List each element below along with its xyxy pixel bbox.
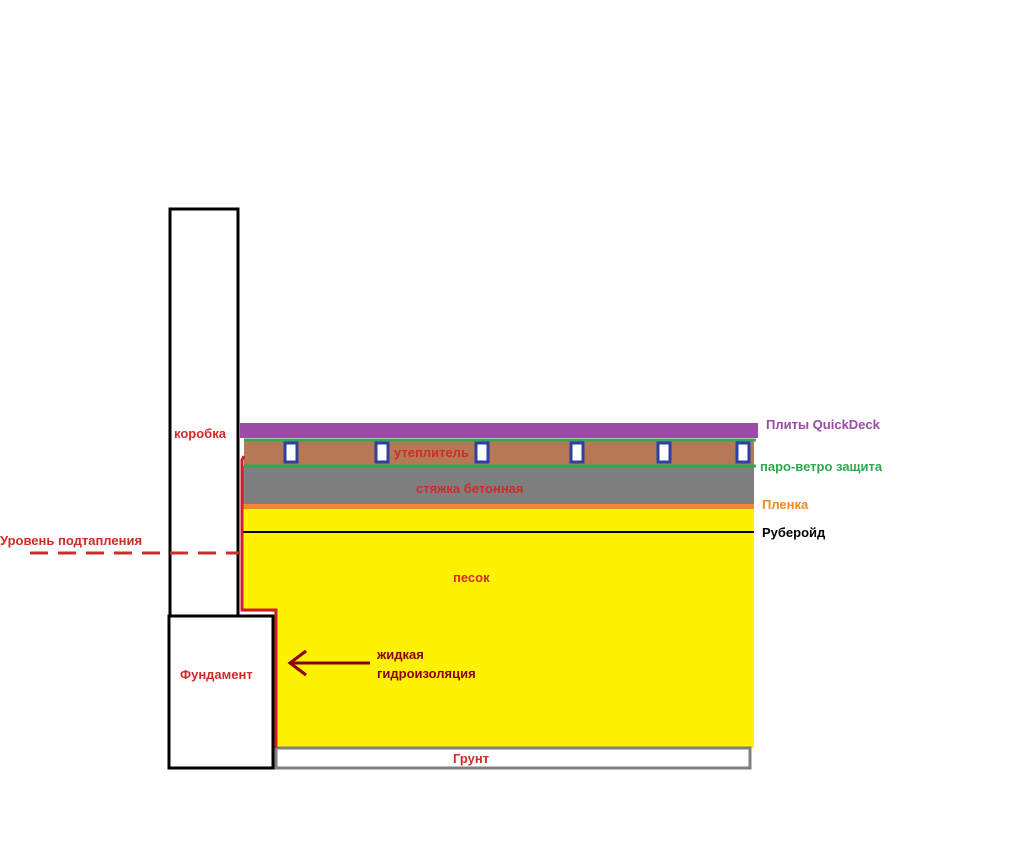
ground-label: Грунт: [453, 751, 489, 766]
liquid-waterproofing-label-line2: гидроизоляция: [377, 666, 476, 681]
joist: [569, 441, 585, 464]
quickdeck-boards-layer: [240, 423, 758, 438]
sand-layer-lower: [276, 608, 754, 748]
joist: [474, 441, 490, 464]
quickdeck-callout: Плиты QuickDeck: [766, 417, 881, 432]
joist: [283, 441, 299, 464]
insulation-layer: [244, 441, 754, 465]
foundation-block: [167, 614, 275, 770]
liquid-waterproofing-line: [240, 455, 278, 748]
screed-label: стяжка бетонная: [416, 481, 524, 496]
box-label: коробка: [174, 426, 227, 441]
insulation-label: утеплитель: [394, 445, 469, 460]
sand-layer-upper: [242, 508, 754, 612]
waterproofing-arrow-head: [287, 649, 307, 677]
sand-label: песок: [453, 570, 490, 585]
joist: [374, 441, 390, 464]
film-layer: [242, 504, 754, 509]
foundation-label: Фундамент: [180, 667, 253, 682]
box-wall: [168, 207, 240, 618]
ground-layer: [274, 746, 752, 770]
joist: [735, 441, 751, 464]
joist: [656, 441, 672, 464]
roofing-felt-callout: Руберойд: [762, 525, 826, 540]
film-callout: Пленка: [762, 497, 809, 512]
flood-level-label: Уровень подтапления: [0, 533, 142, 548]
concrete-screed-layer: [242, 466, 754, 506]
vapor-wind-barrier-callout: паро-ветро защита: [760, 459, 883, 474]
liquid-waterproofing-label-line1: жидкая: [376, 647, 424, 662]
